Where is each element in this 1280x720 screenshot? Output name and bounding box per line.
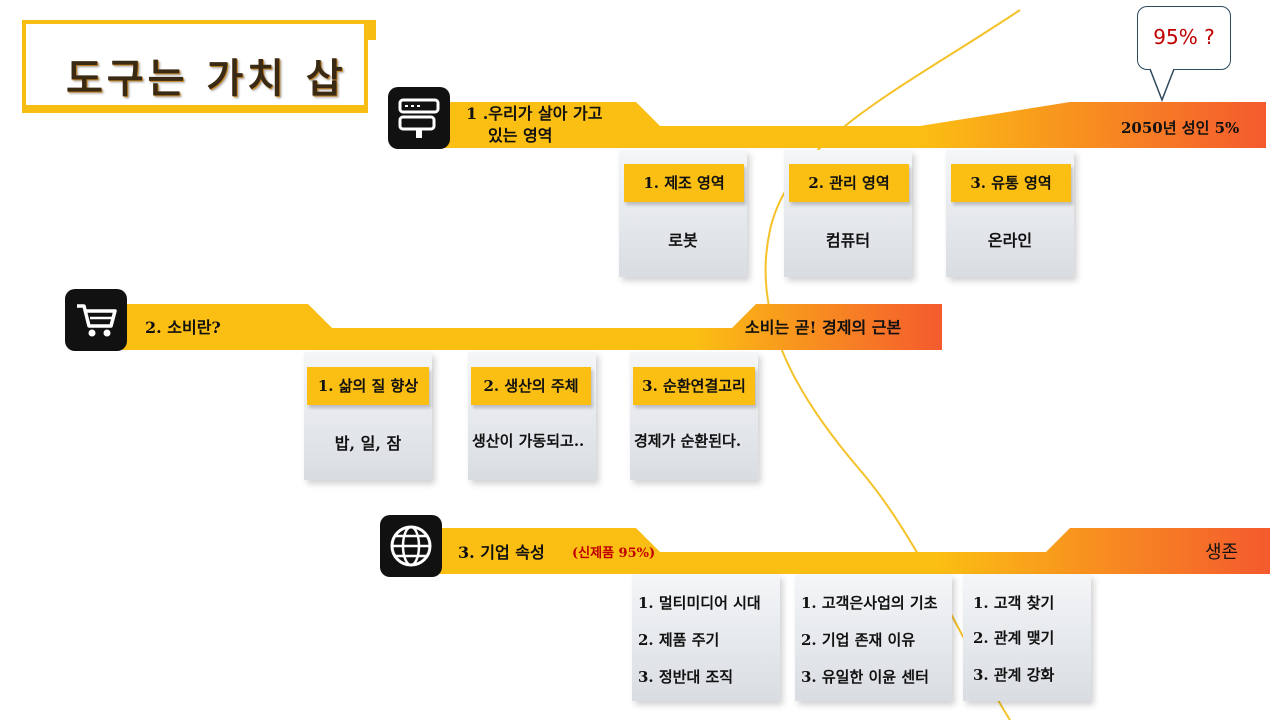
list-item: 1. 멀티미디어 시대 [638,594,761,612]
list-card-3: 1. 고객 찾기 2. 관계 맺기 3. 관계 강화 [963,574,1091,701]
band-1 [420,102,1266,148]
list-item: 2. 제품 주기 [638,631,720,649]
card-head: 2. 관리 영역 [789,164,909,202]
card-body: 경제가 순환된다. [634,432,742,450]
signpost-icon [388,87,450,149]
card-quality-of-life: 1. 삶의 질 향상 밥, 일, 잠 [304,352,432,480]
band-2 [96,304,942,350]
section-3-right-label: 생존 [1205,542,1239,563]
card-body: 온라인 [987,231,1033,250]
card-management: 2. 관리 영역 컴퓨터 [784,150,912,277]
page-title: 도구는 가치 삽 [66,56,347,102]
card-head: 3. 순환연결고리 [633,367,755,405]
section-1-right-label: 2050년 성인 5% [1121,119,1240,137]
list-item: 2. 기업 존재 이유 [801,631,916,649]
card-head: 1. 제조 영역 [624,164,744,202]
list-item: 3. 유일한 이윤 센터 [801,668,929,686]
section-2-label: 2. 소비란? [145,318,221,337]
section-3-label: 3. 기업 속성 [458,543,545,562]
card-manufacturing: 1. 제조 영역 로봇 [619,150,747,277]
title-box: 도구는 가치 삽 [22,20,376,113]
section-1-label-line2: 있는 영역 [488,126,553,145]
card-body: 로봇 [668,231,698,250]
card-head: 1. 삶의 질 향상 [307,367,429,405]
callout-tail [1149,68,1175,102]
card-body: 밥, 일, 잠 [334,434,402,453]
card-head: 2. 생산의 주체 [471,367,591,405]
card-circulation: 3. 순환연결고리 경제가 순환된다. [630,352,758,480]
card-distribution: 3. 유통 영역 온라인 [946,150,1074,277]
shopping-cart-icon [65,289,127,351]
card-head: 3. 유통 영역 [951,164,1071,202]
globe-icon [380,515,442,577]
callout-bubble: 95% ? [1137,6,1231,102]
card-production: 2. 생산의 주체 생산이 가동되고.. [468,352,596,480]
card-body: 생산이 가동되고.. [472,432,585,450]
callout-text: 95% ? [1153,25,1215,49]
card-body: 컴퓨터 [825,231,871,250]
section-3-label-note: (신제품 95%) [572,546,656,561]
list-item: 1. 고객 찾기 [973,594,1055,612]
list-item: 1. 고객은사업의 기초 [801,594,938,612]
section-1-label-line1: 1 .우리가 살아 가고 [466,104,603,123]
list-card-1: 1. 멀티미디어 시대 2. 제품 주기 3. 정반대 조직 [632,574,780,701]
list-item: 3. 관계 강화 [973,666,1055,684]
list-item: 2. 관계 맺기 [973,629,1055,647]
section-2-right-label: 소비는 곧! 경제의 근본 [745,318,902,337]
band-3 [418,528,1270,574]
list-card-2: 1. 고객은사업의 기초 2. 기업 존재 이유 3. 유일한 이윤 센터 [795,574,952,701]
list-item: 3. 정반대 조직 [638,668,734,686]
